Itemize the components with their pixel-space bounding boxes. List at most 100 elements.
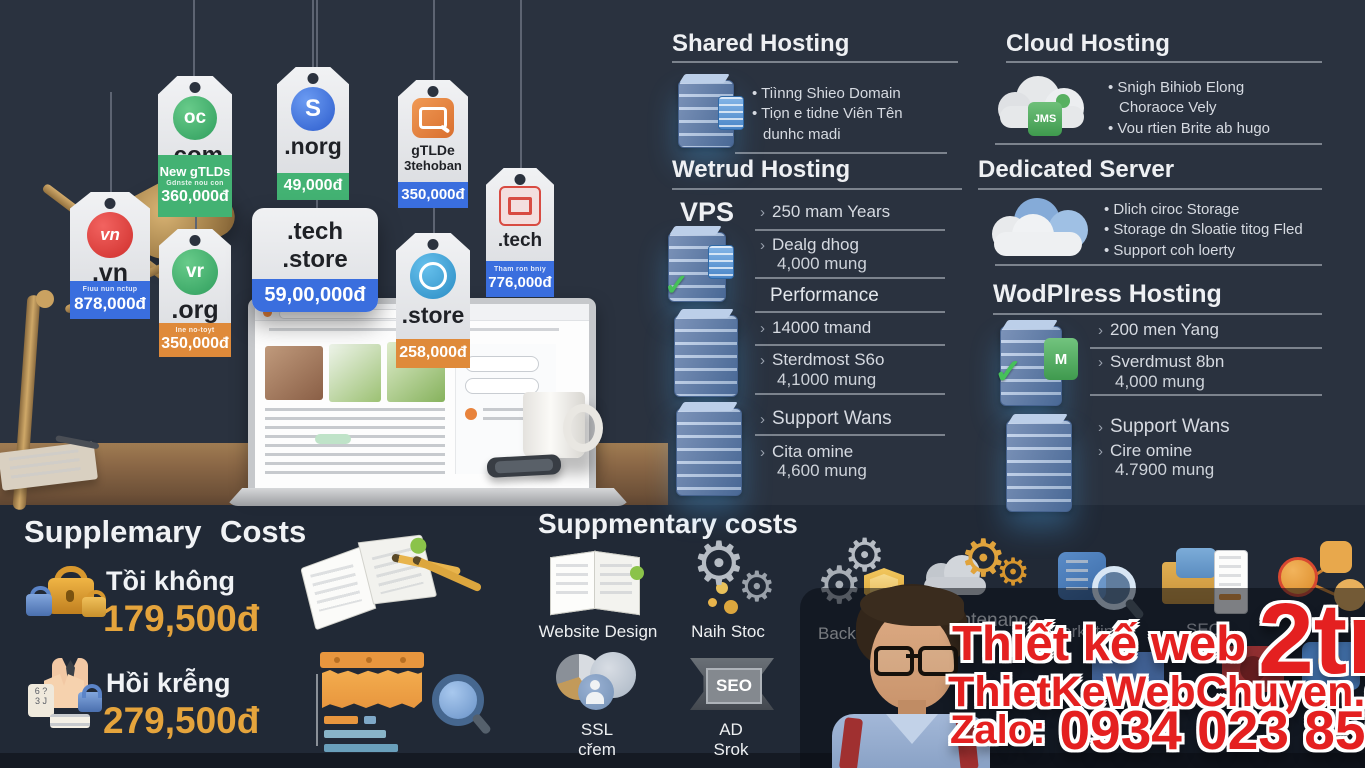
price: 360,000đ	[161, 188, 229, 206]
divider	[1090, 347, 1322, 349]
vn-logo-icon: vn	[87, 212, 133, 258]
vps-item-6-sub: 4,600 mung	[777, 461, 867, 480]
gears-icon: ⚙ ⚙	[692, 534, 792, 620]
ssl-label-line1: SSL	[580, 720, 614, 739]
bullet-dot: •	[1108, 79, 1118, 96]
divider	[672, 61, 958, 63]
vps-item-1-text: 250 mam Years	[772, 202, 891, 221]
performance-title: Performance	[770, 285, 879, 306]
vps-item-2: ›Dealg dhog	[760, 235, 859, 255]
dedicated-bullet-2: Storage dn Sloatie titog Fled	[1113, 221, 1303, 239]
banner-line3: Zalo: 0934 023 850	[950, 703, 1365, 757]
person-docs-icon: 6 ?3 J	[28, 658, 108, 730]
background-icon-camera	[1222, 646, 1284, 692]
desk-lamp-icon	[0, 158, 242, 511]
promo-subtext: Gdnste nou con	[166, 180, 224, 188]
service-label-website-design: Website Design	[538, 622, 658, 641]
arrow-icon: ›	[760, 444, 765, 461]
dedicated-cloud-icon	[992, 198, 1090, 262]
cloud-bullet-1: Snigh Bihiob Elong	[1117, 79, 1245, 96]
banner-line1: Thiết kế web 2tr	[952, 589, 1365, 689]
cloud-bullet-2: Choraoce Vely	[1119, 99, 1217, 117]
norg-logo-text: S	[304, 95, 321, 122]
bullet-dot: •	[1108, 119, 1118, 137]
price: 350,000đ	[401, 186, 465, 204]
file-icon	[708, 245, 734, 279]
dedicated-bullets: • Dlich ciroc Storage • Storage dn Sloat…	[1104, 200, 1303, 261]
vps-item-5: ›Support Wans	[760, 408, 892, 430]
price-tag-gtlds: gTLDe 3tehoban 350,000đ	[398, 80, 468, 208]
tag-string	[433, 0, 435, 80]
price-tag-com: oc .com New gTLDs Gdnste nou con 360,000…	[158, 76, 232, 217]
service-label-naih-stoc: Naih Stoc	[691, 622, 765, 641]
covered-text-fragment-ys: ys	[1338, 708, 1359, 731]
domain-label: .store	[401, 302, 465, 328]
price: 776,000đ	[488, 274, 552, 292]
cloud-bullets: • Snigh Bihiob Elong Choraoce Vely • Vou…	[1108, 78, 1270, 139]
org-logo-icon: vr	[172, 249, 218, 295]
gtlds-line1: gTLDe	[411, 142, 455, 158]
tag-hole	[189, 82, 201, 93]
jms-badge: JMS	[1028, 102, 1062, 136]
cloud-hosting-icon: JMS	[998, 76, 1094, 138]
vps-server-icon-3	[676, 408, 742, 496]
maintenance-icon: ⚙ ⚙	[922, 533, 1032, 615]
domain-label: .norg	[284, 133, 342, 159]
divider	[735, 152, 947, 154]
cloud-hosting-title: Cloud Hosting	[1006, 30, 1170, 57]
service-label-ssl: SSL cřem	[572, 720, 622, 761]
price-tag-tech: .tech Tham ron bniy 776,000đ	[486, 168, 554, 297]
vps-item-3-text: 14000 tmand	[772, 318, 872, 337]
coffee-mug	[523, 392, 603, 458]
tag-string	[520, 0, 522, 168]
divider	[755, 344, 945, 346]
vps-server-icon-2	[674, 315, 738, 397]
price-note: Fiuu nun nctup	[82, 286, 138, 294]
wp-item-2: ›Sverdmust 8bn	[1098, 352, 1224, 372]
divider	[1090, 394, 1322, 396]
smartphone	[486, 454, 562, 478]
banner-line2: ThietKeWebChuyen.com	[948, 668, 1365, 716]
website-design-icon	[548, 548, 648, 618]
domain-label: .tech	[497, 230, 543, 251]
shared-bullet-3: dunhc madi	[763, 125, 841, 143]
price-note: Ine no-toyt	[175, 326, 215, 334]
tech-icon	[499, 186, 541, 226]
bullet-dot: •	[752, 105, 762, 123]
org-logo-text: vr	[186, 261, 204, 282]
vps-item-3: › 14000 tmand	[760, 318, 871, 338]
store-logo-icon	[410, 253, 456, 299]
supplementary-costs-mid-title: Suppmentary costs	[538, 508, 798, 539]
vps-title: VPS	[680, 197, 735, 227]
wordpress-hosting-title: WodPIress Hosting	[993, 280, 1222, 308]
com-logo-icon: oc	[173, 96, 217, 140]
arrow-icon: ›	[760, 320, 765, 337]
wp-item-3-text: Support Wans	[1110, 416, 1230, 437]
bullet-dot: •	[1104, 201, 1114, 218]
tag-string	[195, 214, 197, 230]
background-icon-laptop	[1092, 652, 1164, 696]
domain-label: .org	[171, 296, 219, 324]
supplementary-costs-left-title: Supplemary Costs	[24, 514, 307, 549]
vps-item-2-text: Dealg dhog	[772, 235, 859, 254]
bullet-dot: •	[752, 85, 762, 102]
gtlds-icon	[412, 98, 454, 138]
arrow-icon: ›	[1098, 322, 1103, 339]
divider	[995, 143, 1322, 145]
bullet-dot: •	[1104, 221, 1114, 239]
cloud-bullet-3: Vou rtien Brite ab hugo	[1117, 119, 1271, 137]
vps-item-5-text: Support Wans	[772, 408, 892, 429]
ssl-icon	[556, 652, 636, 718]
bullet-dot: •	[1104, 241, 1114, 259]
check-icon: ✓	[664, 269, 690, 302]
shared-bullets: • Tiìnng Shieo Domain • Tiọn e tidne Viê…	[752, 84, 903, 145]
magnifier-icon	[432, 674, 484, 726]
wetrud-hosting-title: Wetrud Hosting	[672, 156, 851, 183]
vps-item-1: ›250 mam Years	[760, 202, 890, 222]
com-price-panel: New gTLDs Gdnste nou con 360,000đ	[158, 155, 232, 217]
norg-logo-icon: S	[291, 87, 335, 131]
price-tag-org: vr .org Ine no-toyt 350,000đ	[159, 229, 231, 357]
tag-hole	[307, 73, 319, 84]
gtlds-price-panel: 350,000đ	[398, 182, 468, 208]
banner-zalo-label: Zalo:	[950, 707, 1046, 752]
